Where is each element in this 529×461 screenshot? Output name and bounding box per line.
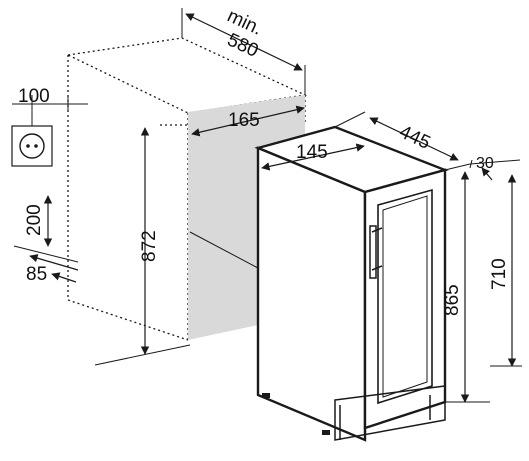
socket-side-value: 85 (26, 264, 47, 285)
wall-socket-icon (11, 125, 53, 167)
unit-height-value: 865 (442, 284, 463, 316)
unit-width-value: 145 (296, 142, 328, 163)
niche-height-value: 872 (139, 230, 160, 262)
unit-depth-value: 445 (396, 121, 434, 153)
socket-offset-value: 100 (18, 86, 50, 107)
door-clearance-value: 30 (476, 155, 494, 172)
door-height-value: 710 (489, 258, 510, 290)
socket-height-value: 200 (24, 204, 45, 236)
niche-back-wall (188, 95, 305, 340)
wine-cooler (254, 125, 449, 442)
dimension-lines (12, 8, 522, 403)
niche-depth-value: 165 (228, 110, 260, 131)
